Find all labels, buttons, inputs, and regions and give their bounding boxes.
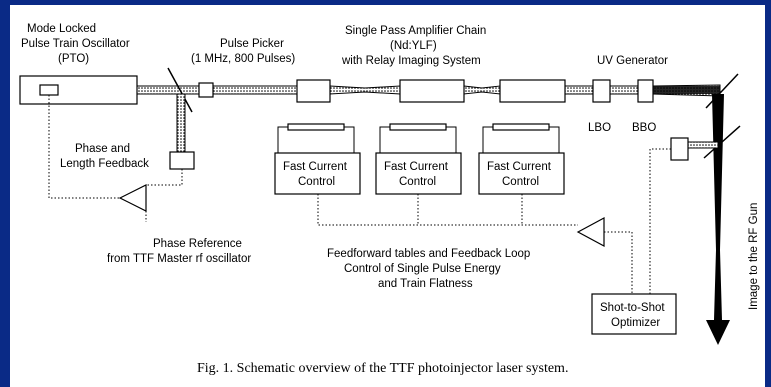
uv-label: UV Generator <box>597 55 668 67</box>
right-border <box>765 0 771 387</box>
fcc-2-label-2: Control <box>399 176 436 188</box>
fcc-3-label-2: Control <box>502 176 539 188</box>
fcc-1-label-1: Fast Current <box>283 161 348 173</box>
pto-inner-box <box>39 84 59 96</box>
phase-fb-label-1: Phase and <box>75 143 130 155</box>
phase-amplifier-triangle <box>118 184 147 212</box>
optimizer-beam <box>687 141 719 149</box>
mirror-3 <box>703 125 741 159</box>
pto-label-1: Mode Locked <box>27 23 96 35</box>
amp-label-2: (Nd:YLF) <box>390 40 437 52</box>
fcc-3-label-1: Fast Current <box>487 161 552 173</box>
phase-fb-label-2: Length Feedback <box>60 158 149 170</box>
optimizer-label-2: Optimizer <box>611 317 660 329</box>
optimizer-box <box>591 293 677 335</box>
feedback-amplifier-triangle <box>576 216 605 248</box>
pto-label-3: (PTO) <box>58 53 89 65</box>
fcc-2-label-1: Fast Current <box>384 161 449 173</box>
lbo-crystal <box>592 79 611 103</box>
top-border <box>0 0 771 5</box>
phase-ref-label-2: from TTF Master rf oscillator <box>107 253 251 265</box>
flash-lamps <box>277 123 560 153</box>
amp-label-3: with Relay Imaging System <box>341 55 481 67</box>
amplifier-1 <box>296 79 331 103</box>
feedforward-label-1: Feedforward tables and Feedback Loop <box>327 248 530 260</box>
left-border <box>0 0 10 387</box>
feedforward-label-3: and Train Flatness <box>378 278 473 290</box>
optimizer-detector <box>670 137 689 161</box>
figure-caption: Fig. 1. Schematic overview of the TTF ph… <box>197 361 568 376</box>
feedback-beam <box>176 93 186 153</box>
mirror-2 <box>705 73 739 109</box>
control-lines <box>48 95 671 294</box>
optimizer-label-1: Shot-to-Shot <box>600 302 665 314</box>
pto-label-2: Pulse Train Oscillator <box>21 38 130 50</box>
bbo-label: BBO <box>632 122 656 134</box>
rf-gun-label: Image to the RF Gun <box>748 203 760 310</box>
amp-label-1: Single Pass Amplifier Chain <box>345 25 486 37</box>
pulse-picker-box <box>198 82 214 98</box>
amplifier-2 <box>399 79 465 103</box>
mirror-1 <box>167 67 193 113</box>
feedforward-label-2: Control of Single Pulse Energy <box>344 263 501 275</box>
fcc-1-label-2: Control <box>298 176 335 188</box>
bbo-crystal <box>637 79 654 103</box>
phase-ref-label-1: Phase Reference <box>153 238 242 250</box>
lbo-label: LBO <box>588 122 611 134</box>
picker-label-1: Pulse Picker <box>220 38 284 50</box>
feedback-detector <box>169 151 195 170</box>
picker-label-2: (1 MHz, 800 Pulses) <box>191 53 295 65</box>
amplifier-3 <box>499 79 566 103</box>
pto-box <box>19 75 138 105</box>
